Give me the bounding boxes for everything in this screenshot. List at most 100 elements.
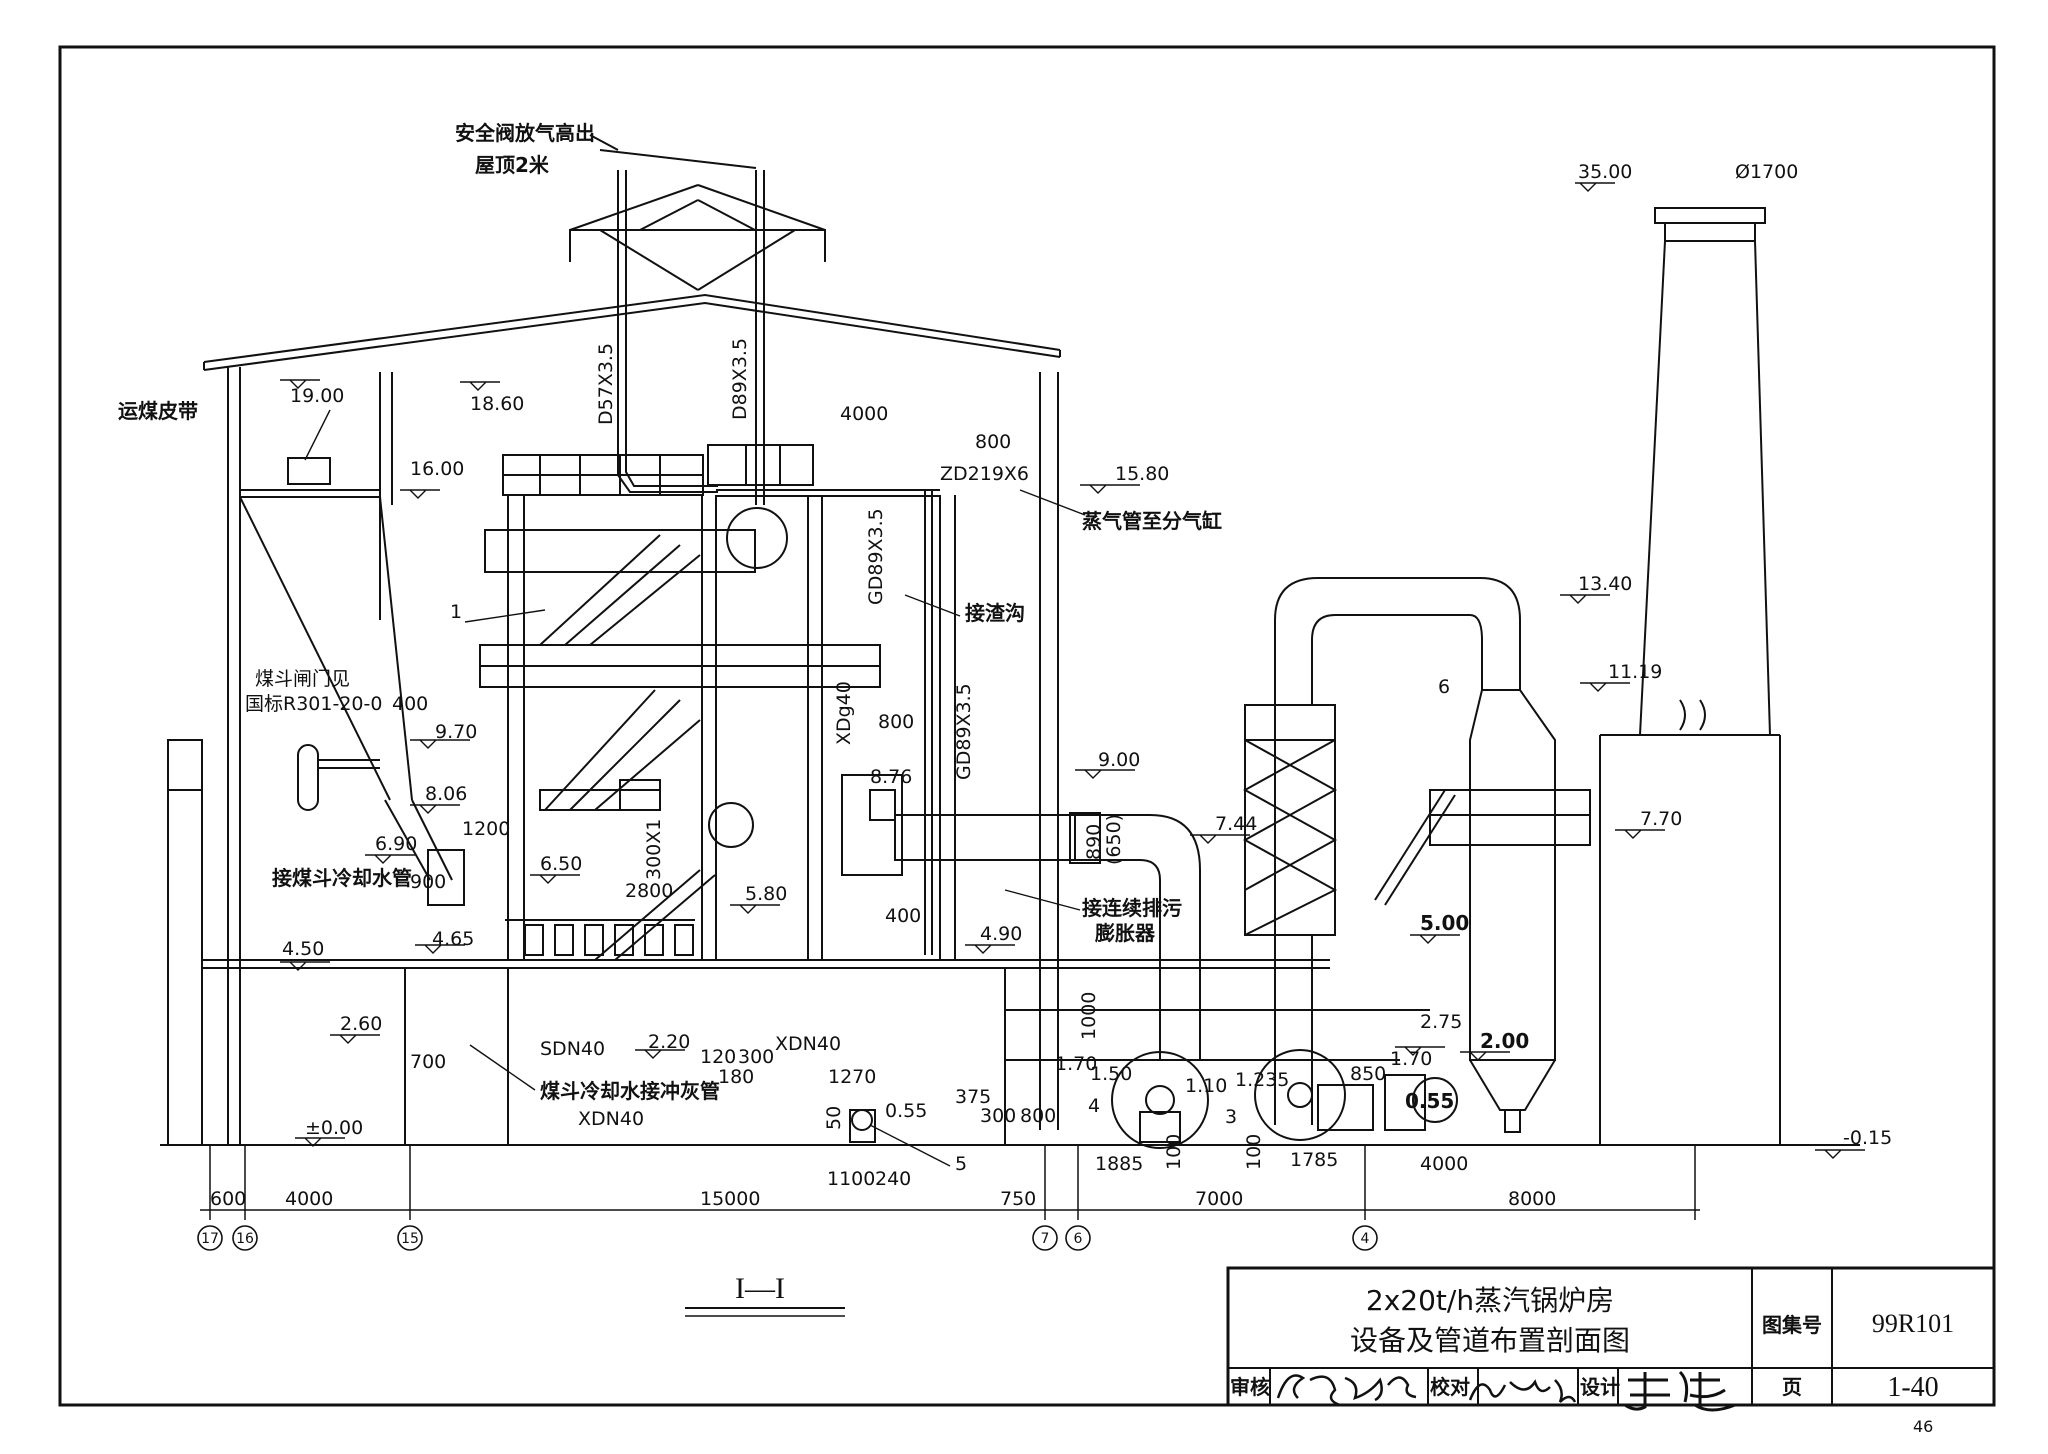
elev-4-90: 4.90	[980, 923, 1022, 945]
dim-1270: 1270	[828, 1066, 876, 1088]
elev-2-75: 2.75	[1420, 1011, 1462, 1033]
dim-400-b: 400	[885, 905, 921, 927]
hopper-flush-label: 煤斗冷却水接冲灰管	[540, 1079, 720, 1103]
dim-1100: 1100	[827, 1168, 875, 1190]
elev-1-50: 1.50	[1090, 1063, 1132, 1085]
pipe-xdn40-b: XDN40	[578, 1108, 644, 1130]
blowdown-note-1: 接连续排污	[1082, 896, 1182, 920]
elev-0-55-a: 0.55	[885, 1100, 927, 1122]
elev-7-70: 7.70	[1640, 808, 1682, 830]
chimney-diameter: Ø1700	[1735, 161, 1798, 183]
coal-belt-label: 运煤皮带	[118, 399, 198, 423]
sheet-number: 46	[1913, 1417, 1933, 1436]
dim-375: 375	[955, 1086, 991, 1108]
elev-35-00: 35.00	[1578, 161, 1632, 183]
equipment-number-6: 6	[1438, 676, 1450, 698]
check-label: 校对	[1430, 1375, 1470, 1399]
dim-100-a: 100	[1163, 1134, 1185, 1170]
review-label: 审核	[1230, 1375, 1270, 1399]
dim-1885: 1885	[1095, 1153, 1143, 1175]
safety-vent-note-2: 屋顶2米	[475, 153, 550, 177]
safety-vent-pipes	[589, 134, 940, 955]
atlas-number: 99R101	[1872, 1309, 1954, 1338]
safety-vent-note-1: 安全阀放气高出	[455, 121, 595, 145]
boiler-unit-1	[479, 444, 956, 961]
elev-6-90: 6.90	[375, 833, 417, 855]
title-line-1: 2x20t/h蒸汽锅炉房	[1366, 1284, 1614, 1317]
elev-15-80: 15.80	[1115, 463, 1169, 485]
title-line-2: 设备及管道布置剖面图	[1350, 1324, 1630, 1357]
dim-1000: 1000	[1078, 992, 1100, 1040]
elev-9-00: 9.00	[1098, 749, 1140, 771]
dim-900: 900	[410, 871, 446, 893]
axis-label-6: 6	[1074, 1231, 1083, 1247]
elev-2-00: 2.00	[1480, 1029, 1529, 1053]
axis-dim-750: 750	[1000, 1188, 1036, 1210]
page-value: 1-40	[1887, 1372, 1938, 1403]
pipe-zd219: ZD219X6	[940, 463, 1029, 485]
design-label: 设计	[1580, 1375, 1620, 1399]
signature-checker	[1468, 1379, 1577, 1403]
dim-100-b: 100	[1243, 1134, 1265, 1170]
elev-1-10: 1.10	[1185, 1075, 1227, 1097]
sheet-frame	[58, 45, 1996, 1407]
elev-2-60: 2.60	[340, 1013, 382, 1035]
atlas-label: 图集号	[1762, 1313, 1822, 1337]
axis-dim-15000: 15000	[700, 1188, 760, 1210]
dim-1200: 1200	[462, 818, 510, 840]
dim-50: 50	[823, 1106, 845, 1130]
elev-1-235: 1.235	[1235, 1069, 1289, 1091]
elev-18-60: 18.60	[470, 393, 524, 415]
axis-label-7: 7	[1041, 1231, 1050, 1247]
elev-16-00: 16.00	[410, 458, 464, 480]
pipe-xdn40-a: XDN40	[775, 1033, 841, 1055]
axis-dim-600: 600	[210, 1188, 246, 1210]
axis-dim-8000: 8000	[1508, 1188, 1556, 1210]
elev-5-00: 5.00	[1420, 911, 1469, 935]
dim-2800: 2800	[625, 880, 673, 902]
dim-240: 240	[875, 1168, 911, 1190]
gas-duct-loop	[1242, 577, 1521, 1125]
axis-label-4: 4	[1361, 1231, 1370, 1247]
elev-4-50: 4.50	[282, 938, 324, 960]
signature-designer	[1624, 1370, 1736, 1412]
elev-8-06: 8.06	[425, 783, 467, 805]
dim-300-b: 300	[980, 1105, 1016, 1127]
slag-trench-label: 接渣沟	[965, 601, 1025, 625]
fan-4	[1111, 1051, 1209, 1149]
dim-180: 180	[718, 1066, 754, 1088]
elev-0-00: ±0.00	[305, 1117, 363, 1139]
coal-bunker	[239, 457, 465, 906]
elev-9-70: 9.70	[435, 721, 477, 743]
pipe-sdn40: SDN40	[540, 1038, 605, 1060]
pump-right	[1384, 1074, 1458, 1131]
elev-0-55-b: 0.55	[1405, 1089, 1454, 1113]
dim-1785: 1785	[1290, 1149, 1338, 1171]
equipment-number-1: 1	[450, 601, 462, 623]
elev-7-44: 7.44	[1215, 813, 1257, 835]
pipe-300x1: 300X1	[643, 819, 665, 880]
equipment-number-5: 5	[955, 1153, 967, 1175]
section-label: I—I	[735, 1272, 785, 1305]
elev-4-65: 4.65	[432, 928, 474, 950]
elev-5-80: 5.80	[745, 883, 787, 905]
chimney	[1599, 207, 1781, 1145]
title-block	[1226, 1266, 1996, 1407]
dim-890: 890	[1083, 824, 1105, 860]
steam-to-header-label: 蒸气管至分气缸	[1082, 509, 1222, 533]
signature-reviewer	[1276, 1374, 1417, 1407]
elev-1-70-b: 1.70	[1390, 1048, 1432, 1070]
dim-800-top: 800	[975, 431, 1011, 453]
pump-5	[849, 1109, 876, 1143]
equipment-number-4: 4	[1088, 1095, 1100, 1117]
axis-lines	[200, 1145, 1700, 1220]
pipe-d650: (650)	[1103, 814, 1125, 865]
dim-8-76: 8.76	[870, 766, 912, 788]
elev-1-70-a: 1.70	[1055, 1053, 1097, 1075]
hopper-gate-note-2: 国标R301-20-0	[245, 693, 382, 715]
dim-300-a: 300	[738, 1046, 774, 1068]
dim-400-a: 400	[392, 693, 428, 715]
dim-4000-top: 4000	[840, 403, 888, 425]
elev-2-20: 2.20	[648, 1031, 690, 1053]
